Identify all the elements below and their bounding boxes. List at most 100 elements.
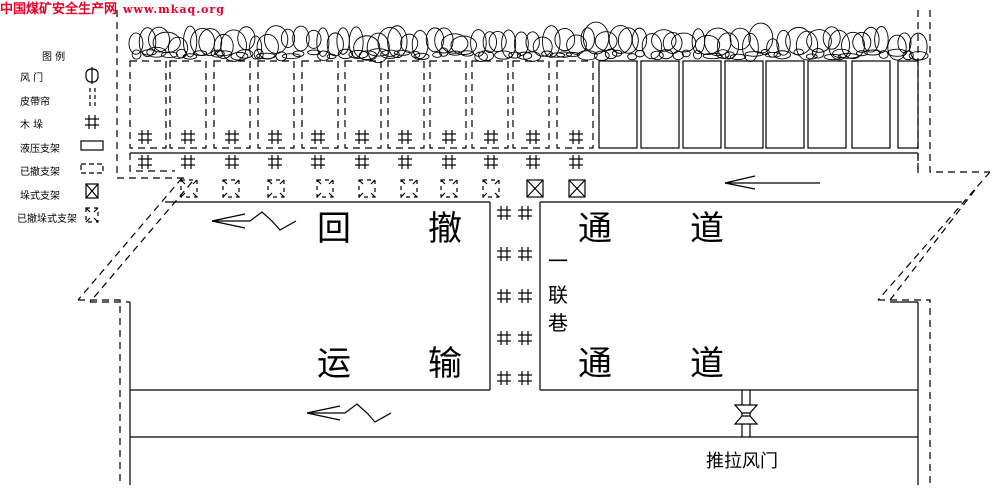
wood-crib-icon: [518, 289, 532, 303]
removed-chock-support-icon: [358, 179, 376, 198]
connecting-roadway-char: 一: [548, 249, 568, 273]
hydraulic-support: [724, 60, 764, 149]
removed-chock-support-icon: [440, 179, 458, 198]
diagonal-boundary-right: [877, 171, 991, 485]
hydraulic-support: [640, 60, 680, 149]
legend-label: 垛式支架: [20, 191, 60, 202]
legend-label: 已撤垛式支架: [17, 214, 77, 225]
wood-crib-icon: [398, 130, 412, 144]
wood-crib-icon: [268, 155, 282, 169]
connecting-roadway-char: 联: [548, 283, 568, 307]
wood-crib-icon: [497, 247, 511, 261]
removed-support: [512, 60, 550, 149]
hydraulic-support-icon: [80, 140, 104, 151]
legend-title: 图 例: [42, 52, 66, 63]
wood-crib-icon: [442, 155, 456, 169]
face-dashed-edge: [129, 153, 175, 172]
wood-crib-icon: [518, 371, 532, 385]
air-door-icon: [85, 67, 99, 84]
removed-chock-support-icon: [267, 179, 285, 198]
wood-crib-row: [138, 130, 583, 169]
roadway-char: 输: [428, 344, 462, 384]
roadway-char: 回: [317, 209, 351, 249]
wood-crib-icon: [181, 130, 195, 144]
roadway-char: 通: [578, 209, 612, 249]
wood-crib-icon: [85, 115, 99, 129]
wood-crib-icon: [138, 155, 152, 169]
airflow-zigzag-arrow-icon: [306, 403, 392, 423]
wood-crib-icon: [138, 130, 152, 144]
support-row: [129, 60, 919, 149]
removed-chock-support-icon: [316, 179, 334, 198]
connecting-roadway-char: 巷: [548, 311, 568, 335]
hydraulic-support: [897, 60, 919, 149]
removed-chock-support-icon: [85, 207, 99, 223]
legend-label: 已撤支架: [20, 167, 60, 178]
sliding-air-door-icon: [733, 390, 759, 437]
legend-label: 木 垛: [20, 120, 44, 131]
wood-crib-icon: [484, 130, 498, 144]
wood-crib-icon: [569, 155, 583, 169]
hydraulic-support: [682, 60, 722, 149]
wood-crib-icon: [518, 331, 532, 345]
wood-crib-icon: [85, 115, 99, 129]
wood-crib-icon: [484, 155, 498, 169]
removed-support: [213, 60, 251, 149]
wood-crib-icon: [518, 247, 532, 261]
wood-crib-icon: [225, 130, 239, 144]
removed-chock-support-icon: [85, 207, 99, 223]
airflow-zigzag-arrow-icon: [211, 211, 297, 231]
wood-crib-icon: [311, 155, 325, 169]
hydraulic-support: [851, 60, 891, 149]
wood-crib-icon: [497, 331, 511, 345]
wood-crib-icon: [497, 289, 511, 303]
wood-crib-icon: [311, 130, 325, 144]
hydraulic-support: [807, 60, 847, 149]
site-url[interactable]: www.mkaq.org: [123, 3, 225, 16]
wood-crib-icon: [526, 130, 540, 144]
connecting-roadway-cribs: [497, 206, 532, 385]
chock-support-icon: [568, 179, 586, 198]
wood-crib-icon: [518, 206, 532, 220]
legend-label: 皮帶帘: [20, 97, 50, 108]
chock-row: [180, 179, 586, 198]
wood-crib-icon: [355, 155, 369, 169]
wood-crib-icon: [268, 130, 282, 144]
belt-curtain-icon: [89, 88, 96, 108]
removed-chock-support-icon: [482, 179, 500, 198]
removed-support: [556, 60, 594, 149]
removed-support: [387, 60, 425, 149]
legend-label: 液压支架: [20, 144, 60, 155]
diagonal-boundary-left: [77, 177, 193, 485]
caved-rock-rubble: [128, 21, 929, 64]
roadway-char: 道: [690, 209, 724, 249]
legend-label: 风 门: [20, 73, 44, 84]
removed-support: [471, 60, 509, 149]
hydraulic-support: [765, 60, 805, 149]
removed-chock-support-icon: [180, 179, 198, 198]
wood-crib-icon: [497, 206, 511, 220]
site-header: 中国煤矿安全生产网 www.mkaq.org: [0, 0, 225, 17]
removed-support: [257, 60, 295, 149]
chock-support-icon: [85, 183, 99, 199]
roadway-char: 道: [690, 344, 724, 384]
wood-crib-icon: [181, 155, 195, 169]
roadway-char: 通: [578, 344, 612, 384]
wood-crib-icon: [225, 155, 239, 169]
wood-crib-icon: [526, 155, 540, 169]
sliding-door-label: 推拉风门: [706, 451, 778, 472]
roadway-char: 运: [317, 344, 351, 384]
removed-support: [429, 60, 467, 149]
roadway-char: 撤: [428, 209, 462, 249]
site-name: 中国煤矿安全生产网: [0, 2, 118, 17]
airflow-arrow-icon: [724, 175, 820, 190]
removed-support-icon: [80, 163, 104, 174]
wood-crib-icon: [497, 371, 511, 385]
chock-support-icon: [526, 179, 544, 198]
removed-support: [344, 60, 382, 149]
removed-support: [301, 60, 339, 149]
removed-support: [169, 60, 207, 149]
removed-chock-support-icon: [222, 179, 240, 198]
wood-crib-icon: [355, 130, 369, 144]
